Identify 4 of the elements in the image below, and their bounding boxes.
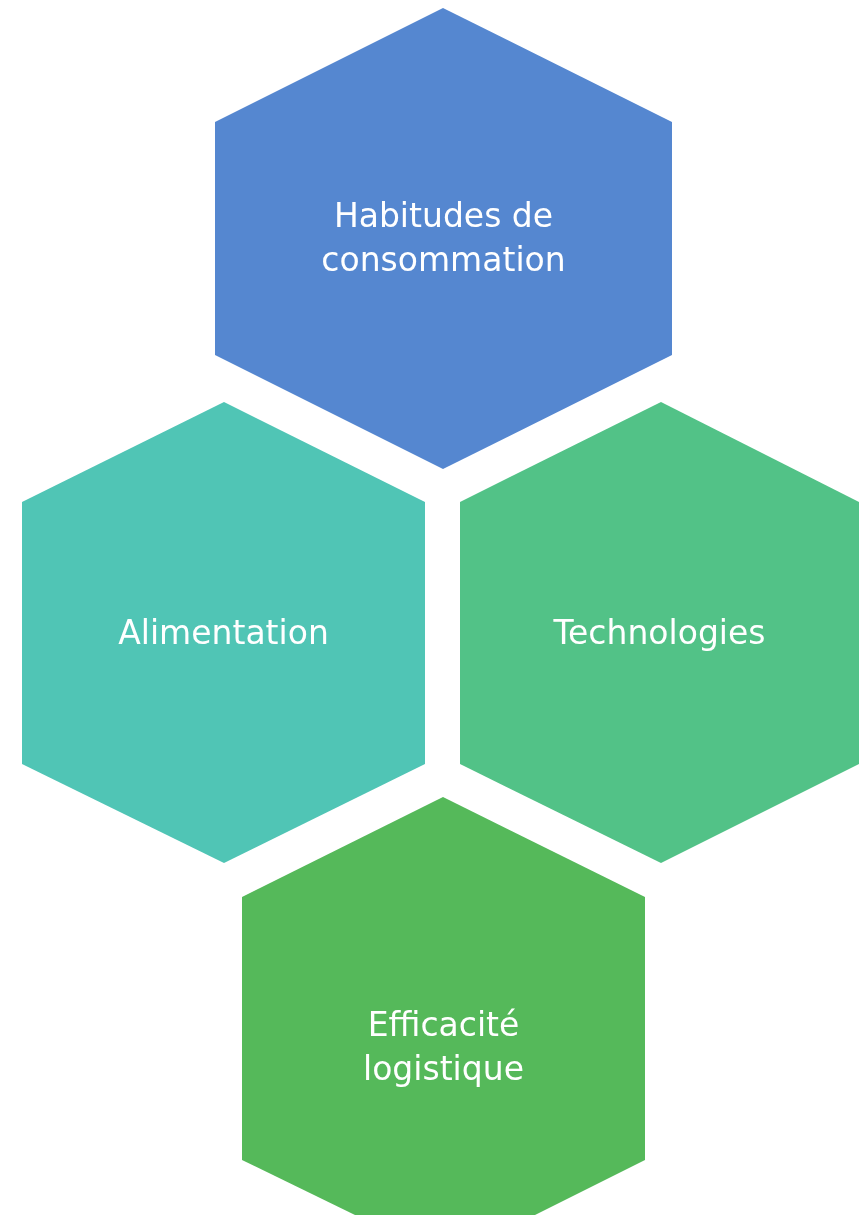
- hexagon-label: Habitudes de consommation: [320, 194, 567, 282]
- hexagon-label: Alimentation: [117, 611, 330, 654]
- hexagon-label: Efficacité logistique: [362, 1004, 525, 1091]
- hexagon-label: Technologies: [552, 611, 767, 654]
